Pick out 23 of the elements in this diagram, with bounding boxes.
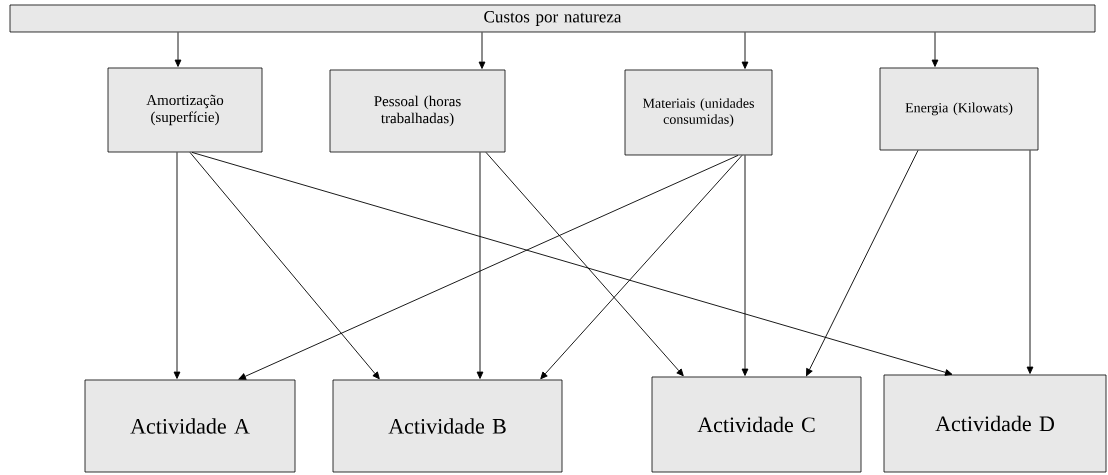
header-bar: Custos por natureza — [9, 4, 1096, 33]
cost-box: Energia (Kilowats) — [879, 67, 1039, 151]
arrow — [1026, 149, 1034, 374]
arrow — [476, 151, 484, 379]
arrow — [189, 151, 380, 380]
cost-box: Materiais (unidades consumidas) — [624, 69, 773, 156]
activity-box: Actividade C — [651, 376, 862, 473]
arrow — [173, 151, 181, 379]
arrow — [931, 31, 939, 67]
cost-box: Pessoal (horas trabalhadas) — [329, 69, 506, 153]
activity-box: Actividade A — [84, 379, 296, 473]
arrow — [540, 154, 743, 380]
activity-box: Actividade D — [883, 374, 1107, 473]
arrow — [478, 31, 486, 69]
arrow — [191, 151, 953, 376]
arrow — [238, 154, 739, 380]
arrow — [741, 31, 749, 69]
activity-box: Actividade B — [332, 379, 563, 473]
arrow — [741, 154, 749, 376]
arrow — [174, 31, 182, 67]
arrow — [485, 151, 684, 377]
arrow — [806, 149, 919, 377]
cost-box: Amortização (superfície) — [107, 67, 263, 153]
